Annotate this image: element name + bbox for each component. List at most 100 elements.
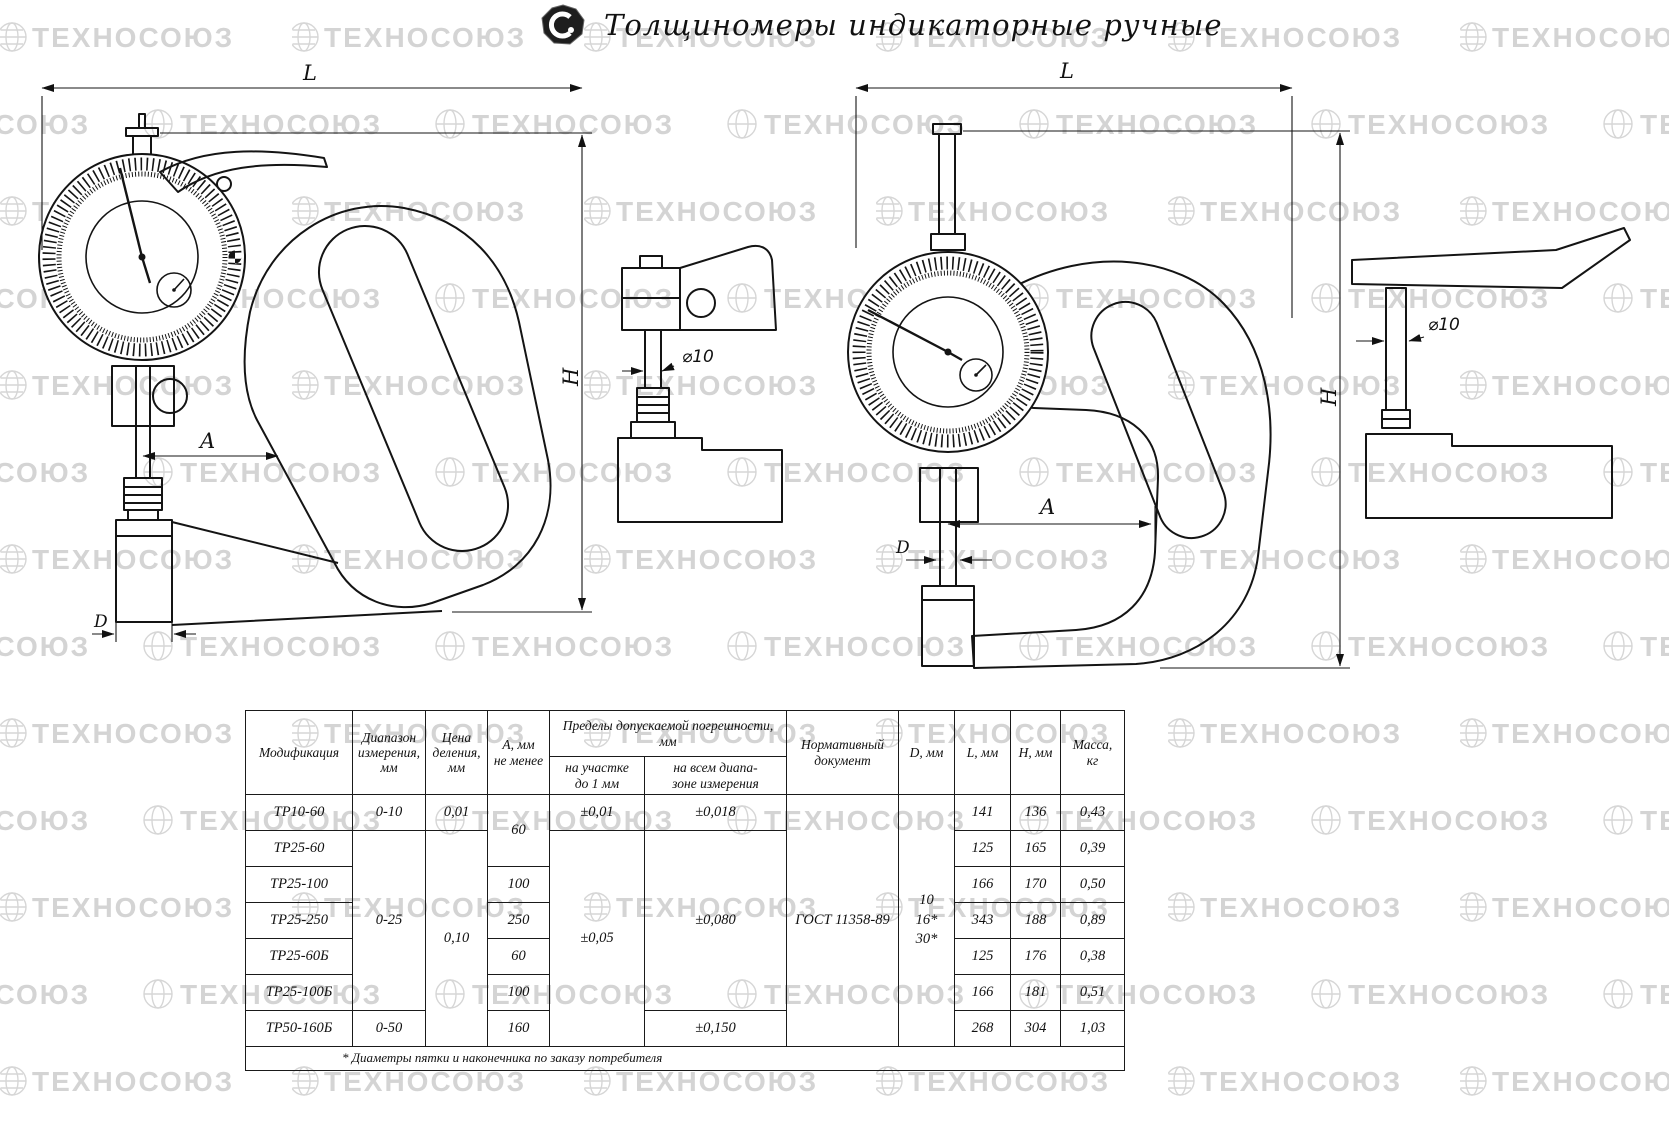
spindle: [644, 329, 662, 389]
cell-mass: 0,50: [1060, 866, 1125, 903]
cell-a: 160: [487, 1010, 550, 1047]
brand-logo: [541, 4, 585, 45]
cell-a: 60: [487, 794, 550, 867]
base-block: [1365, 433, 1613, 519]
cell-h: 136: [1010, 794, 1061, 831]
cell-d-values: 10 16* 30*: [898, 794, 955, 1047]
dim-label-d: D: [93, 612, 108, 632]
cell-range: 0-25: [352, 830, 426, 1011]
bezel-clamp: [216, 176, 232, 192]
plunger: [930, 123, 966, 251]
dim-label-a: A: [198, 429, 215, 453]
table-row: ТР25-60 0-25 0,10 ±0,05 ±0,080 125 165 0…: [245, 830, 1125, 1047]
dim-label-d: D: [895, 538, 910, 558]
cell-error-full: ±0,018: [644, 794, 787, 831]
cell-modification: ТР25-100Б: [245, 974, 353, 1011]
dimension-lines: [41, 84, 592, 642]
spec-table-wrap: Модификация Диапазон измерения, мм Цена …: [245, 710, 1125, 1071]
left-gauge-side-view: ⌀10: [617, 244, 783, 523]
col-header-d: D, мм: [898, 710, 955, 795]
cell-mass: 0,43: [1060, 794, 1125, 831]
col-header-l: L, мм: [954, 710, 1011, 795]
needle: [118, 167, 144, 258]
frame-slot: [317, 224, 510, 553]
cell-h: 304: [1010, 1010, 1061, 1047]
cell-h: 181: [1010, 974, 1061, 1011]
col-header-h: Н, мм: [1010, 710, 1061, 795]
spindle-assembly: [111, 365, 188, 623]
spindle: [939, 521, 957, 587]
cell-mass: 0,39: [1060, 830, 1125, 867]
page-title: Толщиномеры индикаторные ручные: [604, 8, 1223, 42]
table-row: ТР50-160Б 0-50 160 ±0,150 268 304 1,03: [245, 1010, 1125, 1047]
cell-a: 60: [487, 938, 550, 975]
spindle: [1385, 287, 1407, 411]
anvil-block: [115, 519, 173, 623]
spec-table: Модификация Диапазон измерения, мм Цена …: [245, 710, 1125, 1071]
dimension-lines: [855, 84, 1350, 669]
col-header-error-limits: Пределы допускаемой погрешности, мм: [549, 710, 787, 757]
dim-label-h: H: [1317, 387, 1341, 407]
table-row: ТР25-100 100 166 170 0,50: [245, 866, 1125, 903]
d-value: 16*: [915, 911, 938, 928]
cell-l: 268: [954, 1010, 1011, 1047]
clamp-screw: [686, 288, 716, 318]
cell-error-section: ±0,05: [549, 830, 645, 1047]
cell-mass: 0,38: [1060, 938, 1125, 975]
cell-modification: ТР10-60: [245, 794, 353, 831]
col-header-error-full: на всем диапа- зоне измерения: [644, 756, 787, 795]
col-header-document: Нормативный документ: [786, 710, 899, 795]
table-footnote-row: * Диаметры пятки и наконечника по заказу…: [245, 1046, 1125, 1071]
cell-mass: 0,51: [1060, 974, 1125, 1011]
dial-indicator: [38, 113, 246, 361]
dim-label-l: L: [302, 61, 317, 85]
cell-h: 170: [1010, 866, 1061, 903]
cell-h: 176: [1010, 938, 1061, 975]
cell-document: ГОСТ 11358-89: [786, 794, 899, 1047]
cell-modification: ТР25-60: [245, 830, 353, 867]
jaw: [679, 244, 777, 331]
cell-h: 188: [1010, 902, 1061, 939]
cell-l: 343: [954, 902, 1011, 939]
clamp-screw: [152, 378, 188, 414]
technical-drawing: L H A D ⌀10: [38, 59, 1631, 669]
table-row: ТР25-60Б 60 125 176 0,38: [245, 938, 1125, 975]
needle: [867, 308, 949, 354]
d-value: 30*: [915, 931, 938, 948]
cell-range: 0-50: [352, 1010, 426, 1047]
cell-l: 166: [954, 866, 1011, 903]
sub-dial: [959, 358, 993, 392]
right-gauge-drawing: L H A D: [847, 59, 1350, 669]
cell-range: 0-10: [352, 794, 426, 831]
cell-error-full: ±0,150: [644, 1010, 787, 1047]
cell-modification: ТР25-60Б: [245, 938, 353, 975]
table-header-row: Модификация Диапазон измерения, мм Цена …: [245, 710, 1125, 795]
col-header-range: Диапазон измерения, мм: [352, 710, 426, 795]
cell-l: 125: [954, 938, 1011, 975]
frame-slot: [1090, 301, 1227, 539]
dim-label-dia10: ⌀10: [1428, 315, 1460, 335]
dim-label-dia10: ⌀10: [682, 347, 714, 367]
col-header-division: Цена деления, мм: [425, 710, 488, 795]
cell-mass: 0,89: [1060, 902, 1125, 939]
base-block: [617, 437, 783, 523]
cell-a: 250: [487, 902, 550, 939]
cell-error-section: ±0,01: [549, 794, 645, 831]
d-value: 10: [919, 892, 934, 909]
cell-modification: ТР25-250: [245, 902, 353, 939]
dim-label-h: H: [559, 367, 583, 387]
cell-a: 100: [487, 974, 550, 1011]
dial-indicator: [847, 251, 1049, 453]
col-header-error-section: на участке до 1 мм: [549, 756, 645, 795]
table-row: ТР25-100Б 100 166 181 0,51: [245, 974, 1125, 1011]
dim-label-l: L: [1059, 59, 1074, 83]
col-header-a-min: А, мм не менее: [487, 710, 550, 795]
frame-body: [171, 205, 552, 626]
release-lever: [159, 150, 328, 193]
spindle-assembly: [919, 467, 979, 667]
cell-l: 141: [954, 794, 1011, 831]
dim-label-a: A: [1038, 495, 1055, 519]
col-header-mass: Масса, кг: [1060, 710, 1125, 795]
table-row: ТР25-250 250 343 188 0,89: [245, 902, 1125, 939]
